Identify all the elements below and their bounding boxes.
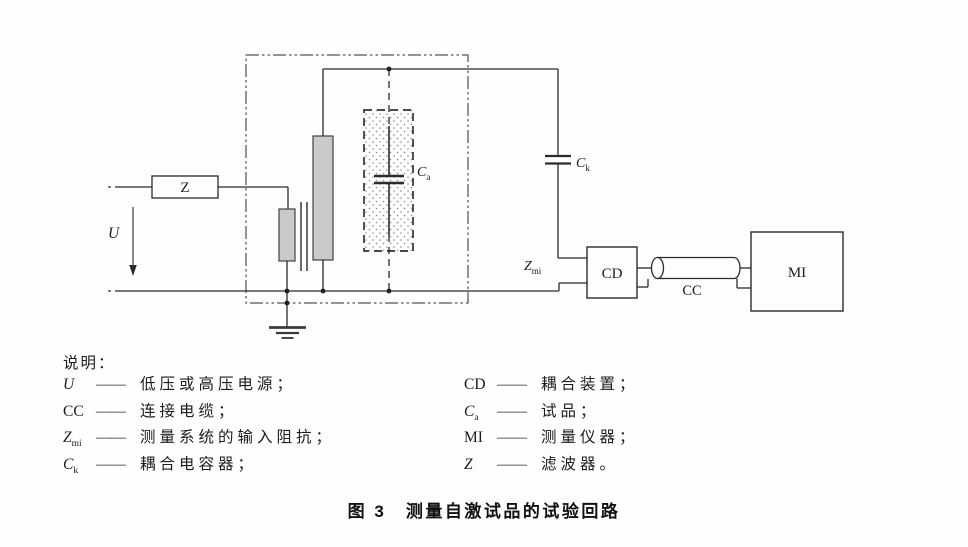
enclosure-boundary [245,54,469,304]
measuring-instrument-mi-label: MI [788,265,806,281]
legend-item-zmi: Zmi —— 测量系统的输入阻抗； [63,425,423,452]
circuit-rails [108,68,587,292]
legend-symbol: Ca [464,402,479,423]
legend-symbol: CD [464,376,486,393]
coupling-capacitor [545,69,587,259]
legend-description: 测量仪器； [541,429,639,446]
test-object-ca-label: Ca [417,165,430,182]
legend-dash: —— [497,376,527,393]
legend-dash: —— [96,455,126,473]
legend-description: 滤波器。 [541,455,620,473]
coaxial-cable [637,256,751,289]
legend-description: 耦合装置； [541,376,639,393]
legend-item-ca: Ca —— 试品； [464,399,824,426]
legend-dash: —— [96,402,126,420]
legend-symbol: Z [464,455,473,473]
source-branch [108,175,289,210]
legend-dash: —— [497,455,527,473]
voltage-u-label: U [108,225,121,242]
legend-right-column: CD —— 耦合装置； Ca —— 试品； MI —— 测量仪器； Z —— 滤… [464,372,824,478]
legend-symbol: Zmi [63,429,82,450]
transformer-secondary-winding [312,135,334,261]
legend-description: 测量系统的输入阻抗； [140,429,336,446]
input-impedance-zmi-label: Zmi [524,259,542,276]
legend-item-mi: MI —— 测量仪器； [464,425,824,452]
legend-symbol: MI [464,429,483,446]
legend-description: 耦合电容器； [140,455,258,473]
legend-item-cc: CC —— 连接电缆； [63,399,423,426]
cable-end-icon [650,256,665,280]
voltage-arrow [129,207,137,276]
legend-heading: 说明： [63,355,116,372]
legend-dash: —— [96,429,126,446]
legend-symbol: CC [63,402,84,420]
measuring-instrument-mi-box [750,231,844,312]
legend-item-z: Z —— 滤波器。 [464,452,824,479]
legend-symbol: Ck [63,455,79,476]
figure-caption: 图 3 测量自激试品的试验回路 [347,502,621,521]
junction-dots [284,66,392,306]
coupling-capacitor-ck-label: Ck [576,156,590,173]
legend-left-column: U —— 低压或高压电源； CC —— 连接电缆； Zmi —— 测量系统的输入… [63,372,423,478]
transformer-primary-winding [278,208,296,262]
legend-dash: —— [497,402,527,420]
legend-dash: —— [96,376,126,393]
legend-dash: —— [497,429,527,446]
test-object [363,69,414,291]
legend-description: 连接电缆； [140,402,238,420]
legend-symbol: U [63,376,75,393]
coupling-device-cd-label: CD [602,266,623,282]
legend-item-ck: Ck —— 耦合电容器； [63,452,423,479]
arrowhead-icon [129,265,137,276]
legend-description: 试品； [541,402,600,420]
filter-z-label: Z [180,180,189,196]
test-circuit-diagram: Z U Ca [108,54,844,339]
transformer [278,69,334,291]
ground-symbol [269,291,306,339]
legend-item-u: U —— 低压或高压电源； [63,372,423,399]
cable-cc-label: CC [682,283,701,299]
coupling-device-cd-box [586,246,638,299]
legend-description: 低压或高压电源； [140,376,297,393]
legend-item-cd: CD —— 耦合装置； [464,372,824,399]
